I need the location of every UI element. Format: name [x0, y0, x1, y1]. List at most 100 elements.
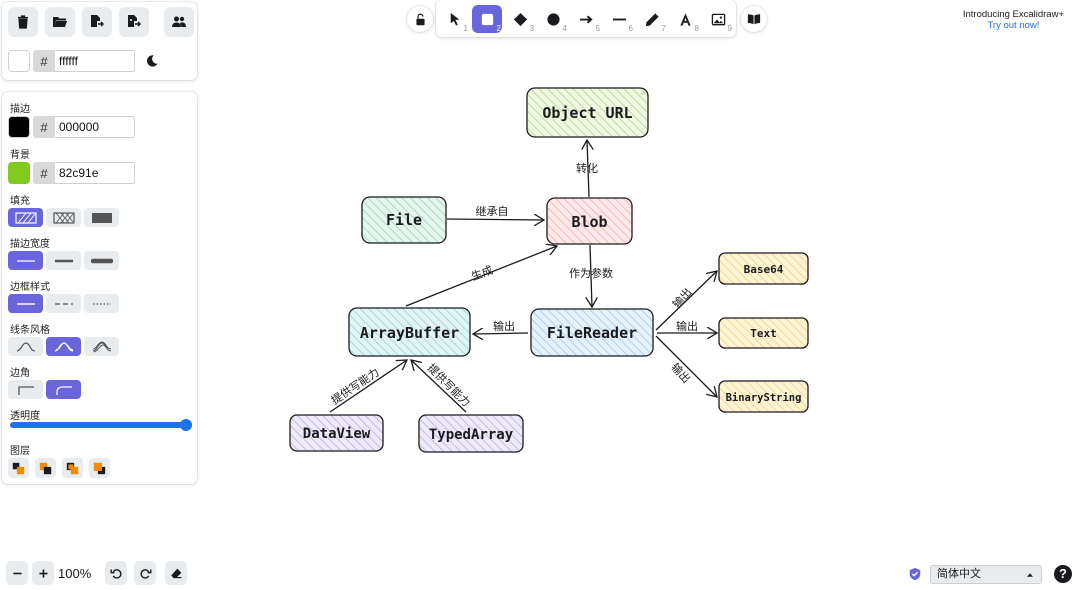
edge-label-generate: 生成: [469, 263, 494, 284]
opacity-slider-thumb[interactable]: [180, 419, 192, 431]
export-image-button[interactable]: [119, 7, 149, 37]
edge-blob-to-objecturl[interactable]: [587, 140, 589, 198]
fill-hachure-button[interactable]: [8, 208, 43, 227]
sloppiness-artist-button[interactable]: [46, 337, 81, 356]
properties-panel: 描边 # 背景 # 填充 描边宽度 边框样式 线条风格: [2, 92, 197, 484]
promo-title: Introducing Excalidraw+: [962, 9, 1064, 20]
redo-button[interactable]: [134, 561, 156, 585]
node-dataview[interactable]: DataView: [289, 414, 384, 452]
tool-pencil[interactable]: 7: [637, 5, 667, 33]
export-icon: [91, 15, 105, 27]
edge-filereader-to-arraybuffer[interactable]: [473, 333, 529, 334]
opacity-slider-fill: [10, 422, 192, 428]
edge-file-to-blob[interactable]: [446, 219, 544, 220]
stroke-color-input[interactable]: [55, 116, 135, 138]
edges-label: 边角: [10, 368, 30, 379]
opacity-slider[interactable]: [10, 419, 192, 431]
clear-canvas-button[interactable]: [8, 7, 38, 37]
zoom-in-button[interactable]: [32, 561, 54, 585]
zoom-out-button[interactable]: [6, 561, 28, 585]
ellipse-icon: [546, 12, 560, 26]
shapes-toolbar: 1 2 3 4 5 6 7 8 9: [436, 0, 736, 37]
diamond-icon: [513, 12, 527, 26]
stroke-swatch[interactable]: [8, 116, 30, 138]
fill-cross-hatch-button[interactable]: [46, 208, 81, 227]
canvas-bg-input[interactable]: [55, 50, 135, 72]
node-arraybuffer[interactable]: ArrayBuffer: [348, 307, 471, 357]
stroke-dashed-icon: [54, 302, 73, 305]
edge-typedarray-to-arraybuffer[interactable]: [411, 360, 467, 413]
tool-ellipse[interactable]: 4: [538, 5, 568, 33]
edge-arraybuffer-to-blob[interactable]: [405, 246, 557, 307]
node-base64[interactable]: Base64: [718, 252, 809, 285]
stroke-width-extra-bold-button[interactable]: [84, 251, 119, 270]
tool-selection[interactable]: 1: [439, 5, 469, 33]
encryption-shield-icon[interactable]: [908, 567, 922, 581]
send-backward-button[interactable]: [35, 458, 56, 478]
node-file[interactable]: File: [361, 196, 447, 244]
node-blob[interactable]: Blob: [546, 197, 633, 245]
sloppiness-cartoonist-icon: [92, 340, 111, 352]
stroke-width-thin-button[interactable]: [8, 251, 43, 270]
node-label: ArrayBuffer: [360, 324, 459, 342]
edge-label-output-text: 输出: [676, 319, 698, 333]
lock-button[interactable]: [407, 6, 433, 32]
node-label: Base64: [744, 263, 784, 276]
undo-button[interactable]: [105, 561, 127, 585]
tool-number: 1: [463, 24, 468, 33]
stroke-style-dashed-button[interactable]: [46, 294, 81, 313]
background-swatch[interactable]: [8, 162, 30, 184]
node-label: File: [386, 211, 422, 229]
edges-sharp-button[interactable]: [8, 380, 43, 399]
image-icon: [711, 13, 725, 25]
dark-mode-toggle-icon[interactable]: [145, 54, 159, 68]
language-select[interactable]: 简体中文: [930, 565, 1042, 584]
node-typedarray[interactable]: TypedArray: [418, 414, 524, 453]
tool-number: 2: [496, 24, 501, 33]
stroke-width-bold-button[interactable]: [46, 251, 81, 270]
text-icon: [679, 12, 691, 26]
collaborate-button[interactable]: [164, 7, 194, 37]
eraser-button[interactable]: [165, 561, 187, 585]
fill-label: 填充: [10, 196, 30, 207]
edge-filereader-to-binarystring[interactable]: [655, 335, 717, 397]
edge-blob-to-filereader[interactable]: [590, 244, 592, 307]
edge-dataview-to-arraybuffer[interactable]: [329, 360, 407, 413]
help-button[interactable]: ?: [1054, 565, 1072, 583]
tool-arrow[interactable]: 5: [571, 5, 601, 33]
sloppiness-cartoonist-button[interactable]: [84, 337, 119, 356]
stroke-style-solid-button[interactable]: [8, 294, 43, 313]
export-image-icon: [128, 15, 142, 27]
open-button[interactable]: [45, 7, 75, 37]
node-object-url[interactable]: Object URL: [526, 87, 649, 138]
tool-line[interactable]: 6: [604, 5, 634, 33]
bring-forward-button[interactable]: [62, 458, 83, 478]
node-filereader[interactable]: FileReader: [530, 308, 654, 357]
node-label: BinaryString: [726, 392, 802, 404]
stroke-style-dotted-button[interactable]: [84, 294, 119, 313]
send-to-back-button[interactable]: [8, 458, 29, 478]
tool-number: 6: [628, 24, 633, 33]
caret-down-icon: [1027, 573, 1033, 577]
excalidraw-plus-promo: Introducing Excalidraw+ Try out now!: [963, 9, 1064, 31]
node-text[interactable]: Text: [718, 317, 809, 349]
tool-image[interactable]: 9: [703, 5, 733, 33]
canvas-bg-swatch[interactable]: [8, 50, 30, 72]
background-color-input[interactable]: [55, 162, 135, 184]
layers-label: 图层: [10, 446, 30, 457]
fill-solid-button[interactable]: [84, 208, 119, 227]
zoom-level[interactable]: 100%: [58, 566, 92, 581]
edge-filereader-to-base64[interactable]: [655, 271, 717, 331]
edges-round-button[interactable]: [46, 380, 81, 399]
tool-rectangle[interactable]: 2: [472, 5, 502, 33]
library-button[interactable]: [741, 6, 767, 32]
tool-text[interactable]: 8: [670, 5, 700, 33]
promo-link[interactable]: Try out now!: [987, 20, 1040, 31]
sloppiness-architect-button[interactable]: [8, 337, 43, 356]
node-binarystring[interactable]: BinaryString: [718, 380, 809, 413]
edge-label-output-left: 输出: [493, 319, 515, 333]
tool-diamond[interactable]: 3: [505, 5, 535, 33]
bring-to-front-button[interactable]: [89, 458, 110, 478]
export-button[interactable]: [82, 7, 112, 37]
